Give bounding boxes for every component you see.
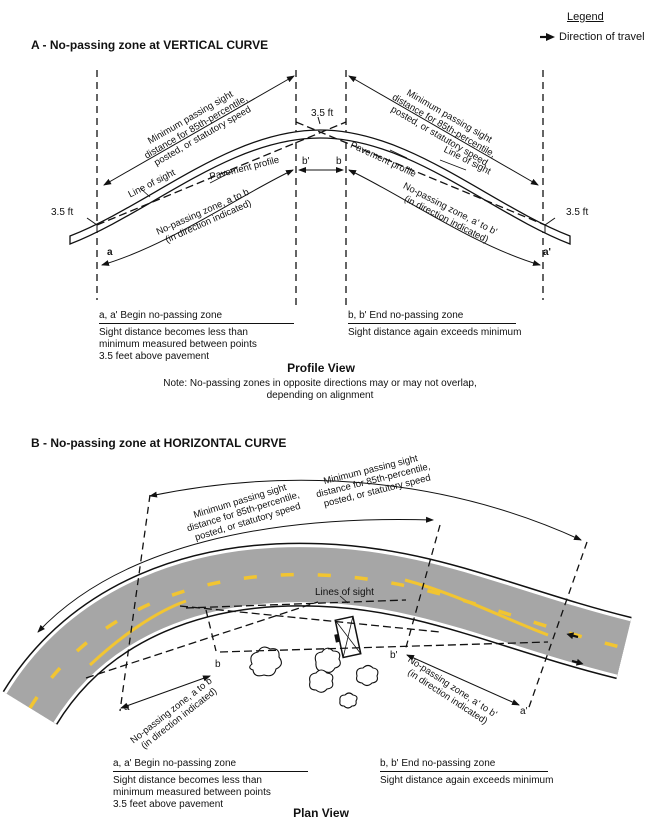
min-sight-arrow-right	[348, 75, 539, 186]
min-sight-arrow-left	[103, 75, 295, 186]
plan-view-drawing	[2, 479, 632, 726]
travel-arrow-icon-bottom	[571, 658, 584, 666]
a-end-desc-1: Sight distance again exceeds minimum	[348, 327, 522, 338]
point-a-prime-label: a'	[543, 247, 551, 258]
plan-zone-right-text: No-passing zone, a' to b' (in direction …	[400, 654, 501, 731]
profile-view-title: Profile View	[287, 361, 355, 375]
no-passing-arrow-right	[348, 169, 541, 266]
zone-right-text: No-passing zone, a' to b' (in direction …	[396, 181, 501, 249]
plan-point-b-label: b	[215, 659, 221, 670]
b-begin-desc-2: minimum measured between points	[113, 787, 271, 798]
profile-view-drawing	[69, 70, 571, 307]
section-a-title: A - No-passing zone at VERTICAL CURVE	[31, 38, 269, 52]
plan-point-a-label: a	[124, 702, 130, 713]
min-sight-left-text: Minimum passing sight distance for 85th-…	[137, 82, 257, 171]
b-begin-desc-3: 3.5 feet above pavement	[113, 799, 224, 810]
legend-item-direction: Direction of travel	[559, 31, 645, 43]
a-end-zone-label: b, b' End no-passing zone	[348, 310, 516, 324]
b-end-desc-1: Sight distance again exceeds minimum	[380, 775, 554, 786]
shrub-icon	[309, 669, 334, 693]
height-label-top: 3.5 ft	[311, 108, 334, 119]
point-b-prime-label: b'	[302, 156, 310, 167]
direction-of-travel-arrow-icon	[540, 33, 555, 41]
a-begin-desc-2: minimum measured between points	[99, 339, 257, 350]
no-passing-arrow-left	[101, 169, 294, 266]
a-begin-desc-1: Sight distance becomes less than	[99, 327, 248, 338]
plan-min-sight-left-text: Minimum passing sight distance for 85th-…	[182, 478, 306, 545]
height-indicators	[86, 116, 556, 233]
min-sight-right-text: Minimum passing sight distance for 85th-…	[385, 82, 505, 171]
note-line-2: depending on alignment	[266, 390, 374, 401]
profile-reference-lines	[96, 70, 544, 307]
shrub-icon	[314, 647, 341, 674]
b-begin-desc-1: Sight distance becomes less than	[113, 775, 262, 786]
point-a-label: a	[107, 247, 113, 258]
leader-lines	[139, 149, 467, 198]
plan-min-sight-right-text: Minimum passing sight distance for 85th-…	[312, 450, 436, 511]
height-label-right: 3.5 ft	[566, 207, 589, 218]
b-end-zone-label: b, b' End no-passing zone	[380, 758, 548, 772]
plan-point-b-prime-label: b'	[390, 650, 398, 661]
legend-title: Legend	[567, 11, 604, 23]
shrub-icons	[249, 646, 379, 709]
plan-no-passing-arrow-left	[120, 675, 211, 709]
b-begin-zone-label: a, a' Begin no-passing zone	[113, 758, 308, 772]
plan-no-passing-arrow-right	[406, 654, 520, 706]
height-label-left: 3.5 ft	[51, 207, 74, 218]
shrub-icon	[339, 692, 358, 709]
plan-min-sight-arrow-right	[149, 479, 582, 541]
shrub-icon	[249, 646, 282, 677]
point-b-label: b	[336, 156, 342, 167]
travel-arrow-icon-top	[566, 632, 579, 640]
plan-point-a-prime-label: a'	[520, 706, 528, 717]
a-begin-zone-label: a, a' Begin no-passing zone	[99, 310, 294, 324]
shrub-icon	[356, 664, 379, 687]
a-begin-desc-3: 3.5 feet above pavement	[99, 351, 210, 362]
lines-of-sight-label: Lines of sight	[315, 587, 374, 598]
plan-view-title: Plan View	[293, 806, 349, 820]
note-line-1: Note: No-passing zones in opposite direc…	[163, 378, 477, 389]
plan-zone-left-text: No-passing zone, a to b (in direction in…	[128, 674, 223, 755]
section-b-title: B - No-passing zone at HORIZONTAL CURVE	[31, 436, 287, 450]
